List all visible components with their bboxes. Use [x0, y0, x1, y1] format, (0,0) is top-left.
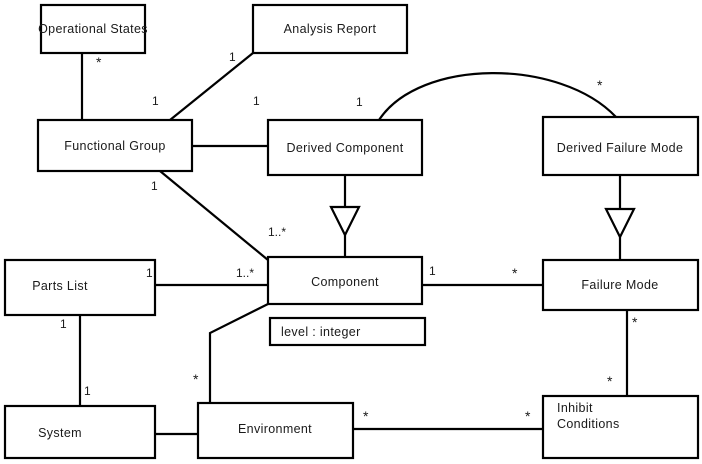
class-box-failure-mode[interactable]: Failure Mode: [541, 258, 700, 312]
association-line[interactable]: [159, 170, 269, 261]
class-attribute-label: level : integer: [281, 325, 361, 339]
multiplicity-label: 1: [229, 50, 236, 64]
class-attribute-compartment[interactable]: [268, 316, 427, 347]
generalization-triangle-icon: [604, 207, 636, 240]
class-box-environment[interactable]: Environment: [196, 401, 355, 460]
class-name-label: Derived Failure Mode: [557, 141, 684, 155]
class-name-label: Environment: [238, 422, 312, 436]
labels-layer: * 1 1 1 1 1..* 1 * 1 1..* 1 1 1 * * * * * *: [60, 50, 638, 424]
class-box-derived-component[interactable]: Derived Component: [266, 118, 424, 177]
multiplicity-label: 1..*: [236, 266, 254, 280]
class-name-compartment[interactable]: [541, 258, 700, 312]
multiplicity-label: *: [525, 408, 531, 424]
class-name-line: Inhibit: [557, 401, 593, 415]
multiplicity-label: 1: [84, 384, 91, 398]
class-name-label: Parts List: [32, 279, 88, 293]
class-name-compartment[interactable]: [541, 394, 700, 460]
association-derived-component--component[interactable]: [329, 175, 361, 257]
generalization-triangle-icon: [329, 205, 361, 238]
multiplicity-label: *: [193, 371, 199, 387]
multiplicity-label: 1: [356, 95, 363, 109]
class-box-operational-states[interactable]: Operational States: [38, 3, 148, 55]
class-box-analysis-report[interactable]: Analysis Report: [251, 3, 409, 55]
class-box-parts-list[interactable]: Parts List: [3, 258, 157, 317]
class-name-compartment[interactable]: [266, 255, 424, 306]
class-name-label: Component: [311, 275, 379, 289]
multiplicity-label: *: [512, 265, 518, 281]
class-name-compartment[interactable]: [3, 258, 157, 317]
multiplicity-label: *: [96, 54, 102, 70]
multiplicity-label: 1: [151, 179, 158, 193]
multiplicity-label: 1..*: [268, 225, 286, 239]
class-name-label: Operational States: [38, 22, 148, 36]
multiplicity-label: *: [597, 77, 603, 93]
association-derived-component--derived-failure-mode[interactable]: [378, 72, 617, 121]
association-arc[interactable]: [378, 72, 617, 121]
associations-layer: [78, 52, 636, 436]
multiplicity-label: 1: [429, 264, 436, 278]
association-derived-failure-mode--failure-mode[interactable]: [604, 175, 636, 260]
class-name-compartment[interactable]: [266, 118, 424, 177]
association-functional-group--component[interactable]: [159, 170, 269, 261]
class-name-compartment[interactable]: [196, 401, 355, 460]
multiplicity-label: 1: [146, 266, 153, 280]
multiplicity-label: *: [632, 314, 638, 330]
class-name-compartment[interactable]: [36, 118, 194, 173]
association-environment--component[interactable]: [208, 303, 269, 403]
classes-layer: Operational States Analysis ReportFunctio…: [3, 3, 700, 460]
multiplicity-label: *: [363, 408, 369, 424]
class-name-label: Functional Group: [64, 139, 166, 153]
multiplicity-label: 1: [152, 94, 159, 108]
class-name-compartment[interactable]: [3, 404, 157, 460]
association-analysis-report--functional-group[interactable]: [169, 52, 254, 121]
multiplicity-label: 1: [253, 94, 260, 108]
multiplicity-label: 1: [60, 317, 67, 331]
class-name-label: Derived Component: [286, 141, 403, 155]
class-box-derived-failure-mode[interactable]: Derived Failure Mode: [541, 115, 700, 177]
class-name-label: Analysis Report: [284, 22, 377, 36]
class-box-component[interactable]: Component level : integer: [266, 255, 427, 347]
class-name-compartment[interactable]: [251, 3, 409, 55]
association-line[interactable]: [169, 52, 254, 121]
class-name-label: Failure Mode: [581, 278, 658, 292]
class-name-line: Conditions: [557, 417, 620, 431]
class-box-system[interactable]: System: [3, 404, 157, 460]
class-name-compartment[interactable]: [541, 115, 700, 177]
class-name-compartment[interactable]: [39, 3, 147, 55]
multiplicity-label: *: [607, 373, 613, 389]
association-polyline[interactable]: [208, 303, 269, 403]
class-box-functional-group[interactable]: Functional Group: [36, 118, 194, 173]
class-name-label: System: [38, 426, 82, 440]
